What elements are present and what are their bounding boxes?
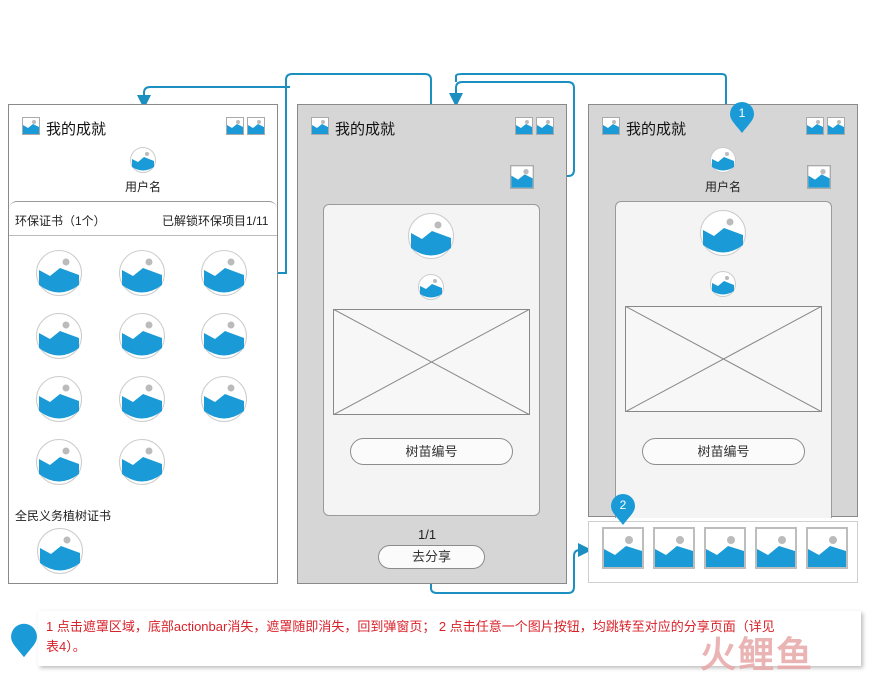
image-icon: [604, 529, 642, 567]
marker-number: 1: [738, 106, 746, 120]
certificate-card: 树苗编号: [615, 201, 832, 518]
note-box: [38, 611, 861, 666]
annotation-marker-1: 1: [729, 102, 755, 134]
share-target-thumbnail[interactable]: [806, 527, 848, 569]
image-icon[interactable]: [536, 117, 554, 135]
certificate-icon[interactable]: [36, 313, 82, 359]
certificate-badge-icon: [700, 210, 746, 256]
certificate-icon[interactable]: [36, 439, 82, 485]
share-image-icon[interactable]: [510, 165, 534, 189]
screen-certificate-popup[interactable]: 我的成就 树苗编号 1/1 去分享: [297, 104, 567, 584]
share-button[interactable]: 去分享: [378, 545, 485, 569]
pin-marker-icon: [730, 102, 754, 133]
certificate-panel: [9, 201, 277, 585]
divider: [9, 235, 277, 236]
username: 用户名: [705, 180, 742, 194]
page-indicator: 1/1: [418, 527, 437, 542]
share-target-thumbnail[interactable]: [755, 527, 797, 569]
note-line-2: 表4）。: [46, 639, 86, 654]
certificate-icon[interactable]: [119, 250, 165, 296]
marker-number: 2: [619, 498, 627, 512]
image-icon[interactable]: [226, 117, 244, 135]
watermark: 火鲤鱼: [700, 635, 815, 676]
tree-certificate-icon[interactable]: [37, 528, 83, 574]
certificate-icon[interactable]: [36, 250, 82, 296]
tree-number-button[interactable]: 树苗编号: [350, 438, 513, 465]
image-icon: [655, 529, 693, 567]
image-icon[interactable]: [515, 117, 533, 135]
tree-cert-label: 全民义务植树证书: [15, 509, 112, 523]
share-image-icon[interactable]: [807, 165, 831, 189]
certificate-icon[interactable]: [201, 250, 247, 296]
page-title: 我的成就: [335, 121, 396, 138]
tree-number-button[interactable]: 树苗编号: [642, 438, 805, 465]
page-title: 我的成就: [626, 121, 687, 138]
image-icon[interactable]: [247, 117, 265, 135]
image-placeholder: [333, 309, 530, 415]
certificate-icon[interactable]: [119, 376, 165, 422]
share-target-thumbnail[interactable]: [653, 527, 695, 569]
annotation-marker-2: 2: [610, 494, 636, 526]
share-target-thumbnail[interactable]: [602, 527, 644, 569]
image-placeholder: [625, 306, 822, 412]
image-icon: [311, 117, 329, 135]
note-line-1: 1 点击遮罩区域，底部actionbar消失，遮罩随即消失，回到弹窗页； 2 点…: [46, 619, 775, 634]
connector-to-left-screen: [137, 86, 290, 109]
avatar[interactable]: [130, 147, 156, 173]
share-target-thumbnail[interactable]: [704, 527, 746, 569]
image-icon: [602, 117, 620, 135]
image-icon: [757, 529, 795, 567]
certificate-icon[interactable]: [36, 376, 82, 422]
small-badge-icon: [710, 271, 736, 297]
page-title: 我的成就: [46, 121, 107, 138]
certificate-icon[interactable]: [201, 313, 247, 359]
certificate-badge-icon: [408, 213, 454, 259]
image-icon[interactable]: [827, 117, 845, 135]
certificate-icon[interactable]: [119, 313, 165, 359]
certificate-card: 树苗编号: [323, 204, 540, 516]
small-badge-icon: [418, 274, 444, 300]
image-icon: [22, 117, 40, 135]
image-icon: [706, 529, 744, 567]
screen-share-actionbar[interactable]: 我的成就 用户名 树苗编号: [588, 104, 858, 518]
cert-count-label: 环保证书（1个）: [15, 214, 106, 228]
unlock-progress-label: 已解锁环保项目1/11: [162, 214, 269, 228]
username: 用户名: [125, 180, 162, 194]
pin-marker-icon: [11, 623, 37, 658]
pin-marker-icon: [611, 494, 635, 525]
image-icon[interactable]: [806, 117, 824, 135]
certificate-icon[interactable]: [119, 439, 165, 485]
certificate-icon[interactable]: [201, 376, 247, 422]
image-icon: [808, 529, 846, 567]
avatar[interactable]: [710, 147, 736, 173]
